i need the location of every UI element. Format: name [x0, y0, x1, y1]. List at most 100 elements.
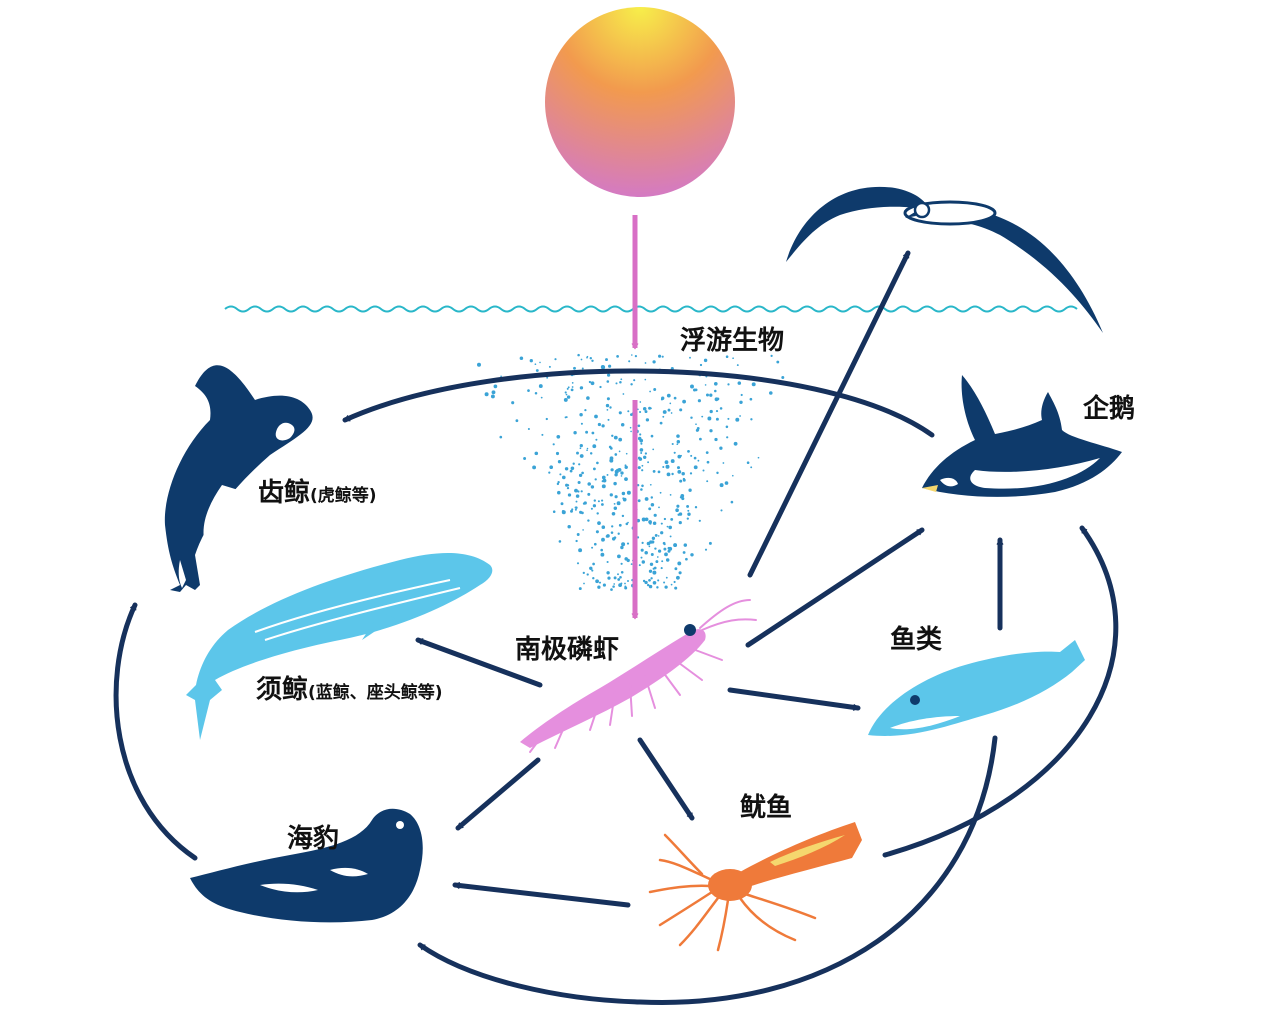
plankton-dot — [615, 382, 618, 385]
baleen-whale-label: 须鲸(蓝鲸、座头鲸等) — [256, 677, 443, 703]
fish-to-seal-arrow — [417, 735, 998, 1005]
plankton-dot — [601, 424, 605, 428]
plankton-dot — [655, 560, 659, 564]
plankton-dot — [557, 460, 562, 464]
plankton-dot — [597, 585, 601, 589]
plankton-dot — [737, 381, 742, 385]
plankton-dot — [725, 355, 729, 358]
plankton-dot — [751, 382, 756, 387]
plankton-dot — [566, 486, 570, 490]
plankton-dot — [581, 367, 584, 370]
plankton-dot — [726, 436, 729, 439]
plankton-dot — [628, 360, 631, 363]
plankton-dot — [587, 519, 590, 522]
plankton-dot — [639, 433, 642, 436]
plankton-dot — [585, 430, 589, 434]
plankton-dot — [637, 466, 641, 470]
plankton-dot — [715, 410, 719, 413]
toothed-whale-label: 齿鲸(虎鲸等) — [258, 480, 377, 506]
plankton-dot — [664, 585, 668, 589]
plankton-dot — [649, 483, 652, 486]
plankton-dot — [633, 379, 636, 382]
plankton-dot — [662, 410, 667, 414]
plankton-dot — [668, 546, 673, 551]
plankton-dot — [624, 464, 627, 467]
plankton-dot — [648, 406, 652, 410]
plankton-dot — [693, 465, 698, 470]
plankton-dot — [624, 585, 627, 588]
plankton-dot — [613, 583, 616, 585]
plankton-dot — [599, 385, 602, 389]
plankton-dot — [602, 583, 606, 587]
plankton-dot — [682, 399, 686, 404]
plankton-dot — [657, 579, 660, 582]
plankton-dot — [682, 478, 686, 482]
plankton-dot — [676, 434, 680, 438]
plankton-dot — [593, 542, 597, 546]
plankton-dot — [583, 582, 585, 585]
plankton-dot — [640, 452, 643, 454]
plankton-dot — [589, 357, 592, 360]
plankton-dot — [545, 417, 548, 421]
plankton-dot — [566, 395, 571, 399]
plankton-dot — [662, 465, 665, 469]
plankton-dot — [680, 454, 682, 457]
plankton-dot — [592, 444, 597, 449]
plankton-dot — [663, 547, 667, 551]
plankton-dot — [591, 569, 594, 572]
plankton-dot — [609, 493, 613, 497]
plankton-dot — [641, 560, 645, 564]
plankton-dot — [614, 495, 618, 499]
plankton-dot — [671, 472, 674, 476]
plankton-dot — [646, 541, 651, 546]
plankton-dot — [575, 539, 578, 543]
plankton-dot — [642, 406, 647, 411]
plankton-dot — [613, 506, 618, 511]
plankton-dot — [664, 552, 668, 557]
plankton-dot — [587, 492, 591, 496]
plankton-dot — [612, 585, 615, 588]
plankton-dot — [574, 506, 577, 509]
plankton-dot — [576, 533, 580, 536]
plankton-dot — [607, 576, 611, 580]
penguin-label: 企鹅 — [1083, 394, 1136, 424]
plankton-dot — [716, 397, 720, 401]
plankton-dot — [622, 497, 627, 502]
plankton-dot — [558, 540, 562, 543]
plankton-dot — [491, 390, 496, 395]
plankton-dot — [645, 418, 650, 422]
toothed-whale-note: (虎鲸等) — [310, 486, 377, 506]
plankton-label: 浮游生物 — [680, 326, 785, 356]
plankton-dot — [673, 396, 677, 400]
plankton-dot — [652, 469, 656, 473]
plankton-dot — [676, 466, 681, 470]
plankton-dot — [676, 443, 679, 446]
plankton-dot — [511, 401, 515, 405]
plankton-dot — [598, 581, 602, 584]
plankton-dot — [730, 500, 734, 504]
plankton-dot — [592, 504, 597, 508]
plankton-dot — [607, 373, 611, 377]
krill-to-penguin-arrow — [745, 527, 925, 648]
plankton-dot — [565, 393, 568, 396]
plankton-dot — [659, 491, 662, 494]
plankton-dot — [595, 579, 599, 584]
plankton-dot — [670, 459, 675, 464]
plankton-dot — [648, 507, 652, 511]
plankton-dot — [701, 415, 704, 418]
plankton-dot — [584, 408, 587, 412]
seal-icon — [190, 808, 423, 923]
plankton-dot — [739, 415, 741, 417]
plankton-dot — [627, 580, 629, 582]
plankton-dot — [611, 434, 614, 437]
plankton-dot — [578, 463, 581, 466]
plankton-dot — [560, 502, 564, 506]
plankton-dot — [571, 386, 574, 388]
plankton-dot — [580, 386, 584, 390]
plankton-dot — [578, 548, 583, 553]
plankton-dot — [679, 408, 683, 412]
plankton-dot — [719, 446, 723, 450]
plankton-dot — [564, 391, 567, 394]
plankton-dot — [733, 441, 738, 446]
plankton-dot — [641, 464, 644, 467]
